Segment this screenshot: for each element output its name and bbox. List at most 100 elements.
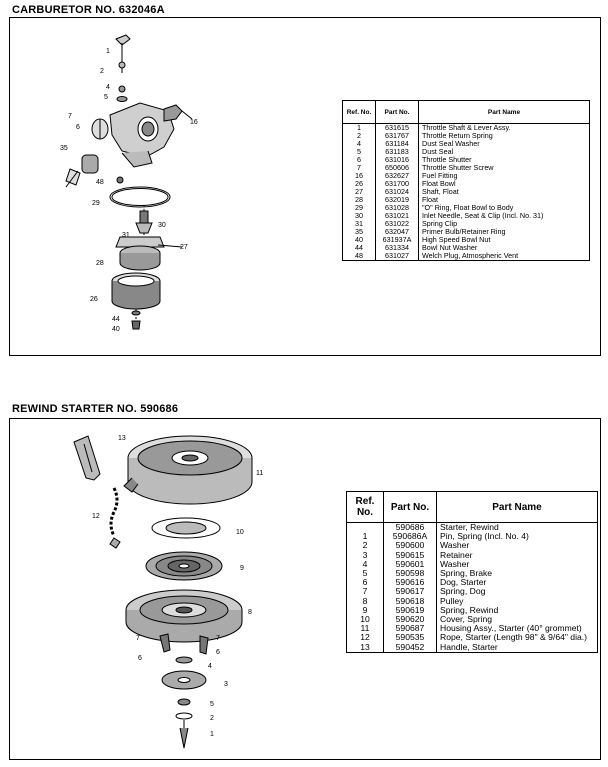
part-name-cell: Spring, Rewind bbox=[436, 605, 598, 616]
callout-label: 28 bbox=[96, 260, 104, 267]
table-header-row: Ref. No. Part No. Part Name bbox=[342, 100, 590, 124]
callout-label: 40 bbox=[112, 326, 120, 333]
ref-no-cell: 4 bbox=[362, 558, 368, 569]
callout-label: 6 bbox=[138, 655, 142, 662]
ref-no-cell: 12 bbox=[360, 632, 370, 643]
ref-no-cell: 5 bbox=[357, 147, 361, 156]
part-name-cell: Inlet Needle, Seat & Clip (Incl. No. 31) bbox=[418, 212, 590, 220]
part-no-cell: 590619 bbox=[383, 605, 437, 616]
part-no-cell: 650606 bbox=[375, 164, 419, 172]
ref-no-cell: 48 bbox=[355, 251, 363, 260]
part-no-cell: 631184 bbox=[375, 140, 419, 148]
part-name-cell: Throttle Shutter bbox=[418, 156, 590, 164]
part-name-cell: Shaft, Float bbox=[418, 188, 590, 196]
part-no-cell: 590452 bbox=[383, 642, 437, 653]
callout-label: 10 bbox=[236, 529, 244, 536]
part-no-cell: 631016 bbox=[375, 156, 419, 164]
part-no-cell: 590687 bbox=[383, 624, 437, 634]
ref-no-cell: 10 bbox=[360, 614, 370, 625]
part-no-cell: 590616 bbox=[383, 578, 437, 588]
part-name-cell: Throttle Return Spring bbox=[418, 132, 590, 140]
part-name-cell: Spring, Brake bbox=[436, 568, 598, 579]
callout-label: 6 bbox=[216, 649, 220, 656]
callout-label: 7 bbox=[216, 635, 220, 642]
ref-no-cell: 30 bbox=[355, 211, 363, 220]
part-name-cell: Rope, Starter (Length 98" & 9/64" dia.) bbox=[436, 633, 598, 643]
callout-label: 5 bbox=[210, 701, 214, 708]
part-no-cell: 590686 bbox=[383, 522, 437, 533]
ref-no-cell: 16 bbox=[355, 171, 363, 180]
part-no-cell: 631027 bbox=[375, 252, 419, 261]
callout-label: 35 bbox=[60, 145, 68, 152]
ref-no-header: Ref. No. bbox=[342, 100, 376, 124]
callout-label: 1 bbox=[106, 48, 110, 55]
ref-no-cell: 7 bbox=[357, 163, 361, 172]
part-name-cell: Throttle Shaft & Lever Assy. bbox=[418, 123, 590, 132]
part-no-cell: 590620 bbox=[383, 614, 437, 625]
part-no-cell: 631615 bbox=[375, 123, 419, 132]
callout-label: 4 bbox=[106, 84, 110, 91]
callout-label: 26 bbox=[90, 296, 98, 303]
part-name-cell: Cover, Spring bbox=[436, 614, 598, 625]
ref-no-cell: 28 bbox=[355, 195, 363, 204]
callout-label: 6 bbox=[76, 124, 80, 131]
part-name-cell: Dog, Starter bbox=[436, 578, 598, 588]
carburetor-exploded-diagram: 1 2 4 5 7 6 16 35 48 29 30 31 27 28 26 4… bbox=[60, 34, 198, 333]
starter-exploded-diagram: 13 11 12 10 9 8 7 7 6 6 4 3 5 2 1 bbox=[73, 435, 263, 749]
ref-no-cell: 5 bbox=[362, 568, 368, 579]
ref-no-cell: 4 bbox=[357, 139, 361, 148]
part-name-cell: Pulley bbox=[436, 596, 598, 606]
callout-label: 16 bbox=[190, 119, 198, 126]
part-no-header: Part No. bbox=[383, 491, 437, 523]
ref-no-cell: 3 bbox=[362, 549, 368, 560]
part-no-cell: 590615 bbox=[383, 550, 437, 560]
part-name-cell: Dust Seal bbox=[418, 148, 590, 156]
part-name-cell: Throttle Shutter Screw bbox=[418, 164, 590, 172]
callout-label: 44 bbox=[112, 316, 120, 323]
part-name-cell: Primer Bulb/Retainer Ring bbox=[418, 228, 590, 236]
part-name-cell: Starter, Rewind bbox=[436, 522, 598, 533]
callout-label: 4 bbox=[208, 663, 212, 670]
part-no-cell: 590598 bbox=[383, 568, 437, 579]
ref-no-cell: 27 bbox=[355, 187, 363, 196]
part-no-cell: 590535 bbox=[383, 633, 437, 643]
part-name-cell: Welch Plug, Atmospheric Vent bbox=[418, 252, 590, 261]
part-name-cell: "O" Ring, Float Bowl to Body bbox=[418, 204, 590, 212]
part-name-cell: Pin, Spring (Incl. No. 4) bbox=[436, 531, 598, 542]
part-no-cell: 631183 bbox=[375, 148, 419, 156]
callout-label: 30 bbox=[158, 222, 166, 229]
part-no-cell: 590601 bbox=[383, 559, 437, 570]
ref-no-cell: 7 bbox=[362, 586, 368, 597]
part-no-cell: 631024 bbox=[375, 188, 419, 196]
part-name-cell: Dust Seal Washer bbox=[418, 140, 590, 148]
part-name-cell: Handle, Starter bbox=[436, 642, 598, 653]
ref-no-cell: 26 bbox=[355, 179, 363, 188]
part-no-cell: 631028 bbox=[375, 204, 419, 212]
ref-no-cell: 31 bbox=[355, 219, 363, 228]
ref-no-cell: 13 bbox=[360, 641, 370, 652]
part-no-header: Part No. bbox=[375, 100, 419, 124]
callout-label: 2 bbox=[100, 68, 104, 75]
ref-no-cell: 9 bbox=[362, 604, 368, 615]
